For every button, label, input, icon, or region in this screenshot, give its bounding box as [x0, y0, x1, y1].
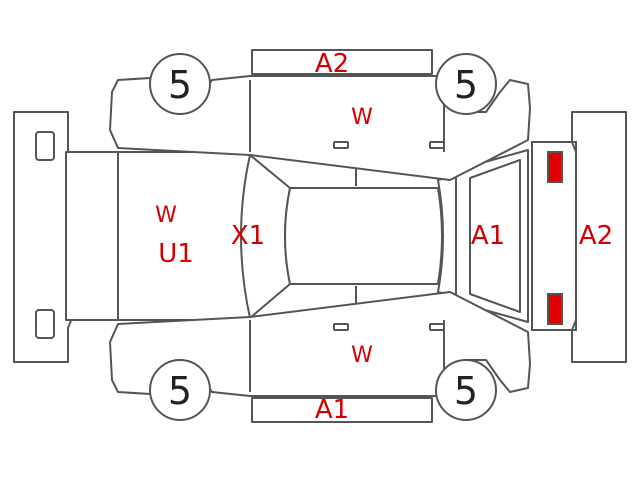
code-door-upper: W — [351, 105, 373, 130]
roof-strip-bottom — [251, 397, 433, 423]
tire-rear-right: 5 — [435, 359, 497, 421]
code-rear-bumper: A2 — [579, 221, 613, 251]
tire-front-left: 5 — [149, 53, 211, 115]
tire-rear-left-value: 5 — [168, 369, 192, 413]
tire-rear-left: 5 — [149, 359, 211, 421]
code-door-lower: W — [351, 343, 373, 368]
code-roof-strip-top: A2 — [315, 49, 349, 79]
front-bumper — [13, 111, 73, 363]
code-roof-strip-bottom: A1 — [315, 395, 349, 425]
tire-front-left-value: 5 — [168, 63, 192, 107]
code-hood-w: W — [155, 203, 177, 228]
rear-bumper — [531, 111, 627, 363]
roof-strip-top — [251, 49, 433, 75]
car-body — [65, 80, 529, 396]
code-hood-u1: U1 — [158, 239, 194, 269]
tire-front-right: 5 — [435, 53, 497, 115]
tire-rear-right-value: 5 — [454, 369, 478, 413]
rear-left-lamp — [547, 151, 563, 183]
tire-front-right-value: 5 — [454, 63, 478, 107]
code-windshield: X1 — [231, 221, 265, 251]
rear-right-lamp — [547, 293, 563, 325]
code-rear-glass: A1 — [471, 221, 505, 251]
